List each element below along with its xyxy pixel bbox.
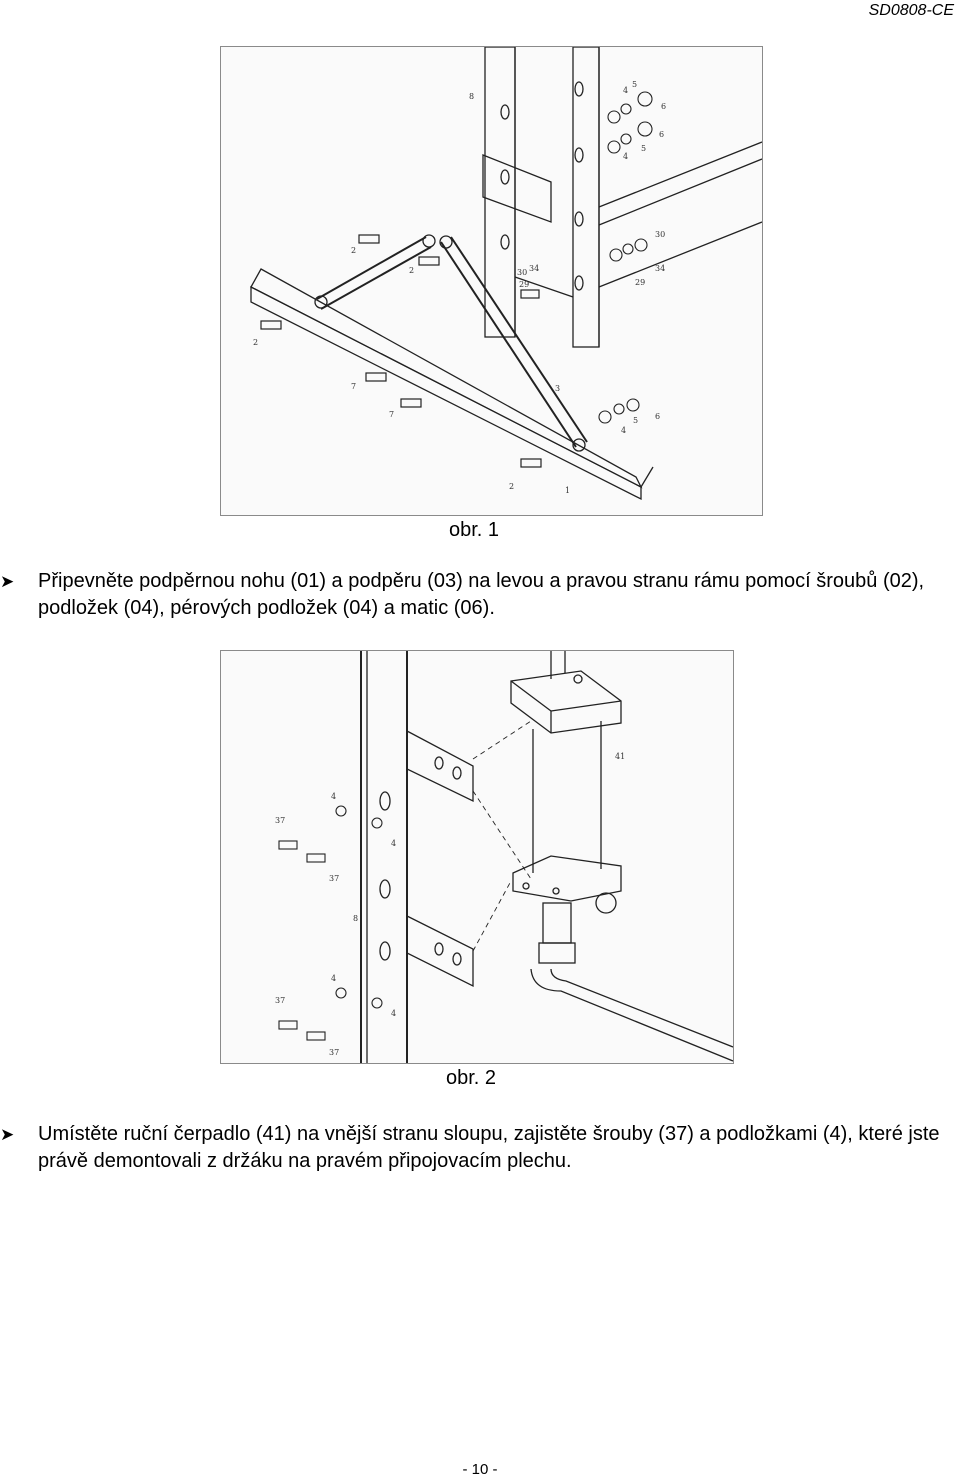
svg-text:6: 6 <box>661 102 666 111</box>
svg-text:30: 30 <box>517 268 527 277</box>
svg-text:6: 6 <box>659 130 664 139</box>
svg-text:29: 29 <box>519 280 529 289</box>
figure-1-caption: obr. 1 <box>448 519 500 541</box>
svg-text:5: 5 <box>633 416 638 425</box>
hand-pump-mounting-illustration: 41 4 37 4 37 8 4 37 4 37 <box>275 651 733 1063</box>
svg-text:5: 5 <box>632 80 637 89</box>
figure-1-drawing: 8 4 5 6 4 5 6 2 2 30 29 34 30 34 29 2 7 … <box>220 46 763 516</box>
svg-text:37: 37 <box>329 874 339 883</box>
svg-text:8: 8 <box>353 914 358 923</box>
svg-text:5: 5 <box>641 144 646 153</box>
support-leg-assembly-illustration: 8 4 5 6 4 5 6 2 2 30 29 34 30 34 29 2 7 … <box>250 47 762 501</box>
svg-text:4: 4 <box>391 1009 396 1018</box>
svg-text:29: 29 <box>635 278 645 287</box>
svg-text:34: 34 <box>655 264 665 273</box>
svg-text:37: 37 <box>275 816 285 825</box>
svg-text:1: 1 <box>565 486 570 495</box>
svg-text:2: 2 <box>351 246 356 255</box>
svg-text:30: 30 <box>655 230 665 239</box>
svg-text:4: 4 <box>623 86 628 95</box>
page-number: - 10 - <box>462 1461 498 1478</box>
part-label: 8 <box>469 92 474 101</box>
svg-text:4: 4 <box>623 152 628 161</box>
svg-text:4: 4 <box>331 974 336 983</box>
svg-text:41: 41 <box>615 752 625 761</box>
instruction-step-1: ➤ Připevněte podpěrnou nohu (01) a podpě… <box>0 568 958 622</box>
svg-text:7: 7 <box>351 382 356 391</box>
svg-text:2: 2 <box>409 266 414 275</box>
svg-text:2: 2 <box>509 482 514 491</box>
svg-text:4: 4 <box>621 426 626 435</box>
svg-text:6: 6 <box>655 412 660 421</box>
arrow-bullet-icon: ➤ <box>0 572 15 591</box>
instruction-text: Umístěte ruční čerpadlo (41) na vnější s… <box>38 1123 940 1172</box>
instruction-text: Připevněte podpěrnou nohu (01) a podpěru… <box>38 570 925 619</box>
svg-text:37: 37 <box>329 1048 339 1057</box>
svg-text:4: 4 <box>391 839 396 848</box>
instruction-step-2: ➤ Umístěte ruční čerpadlo (41) na vnější… <box>0 1121 958 1175</box>
figure-2-caption: obr. 2 <box>445 1067 497 1089</box>
arrow-bullet-icon: ➤ <box>0 1125 15 1144</box>
svg-text:3: 3 <box>555 384 560 393</box>
svg-text:7: 7 <box>389 410 394 419</box>
svg-text:37: 37 <box>275 996 285 1005</box>
figure-2-drawing: 41 4 37 4 37 8 4 37 4 37 <box>220 650 734 1064</box>
svg-text:2: 2 <box>253 338 258 347</box>
svg-text:4: 4 <box>331 792 336 801</box>
document-code: SD0808-CE <box>868 2 954 19</box>
svg-text:34: 34 <box>529 264 539 273</box>
